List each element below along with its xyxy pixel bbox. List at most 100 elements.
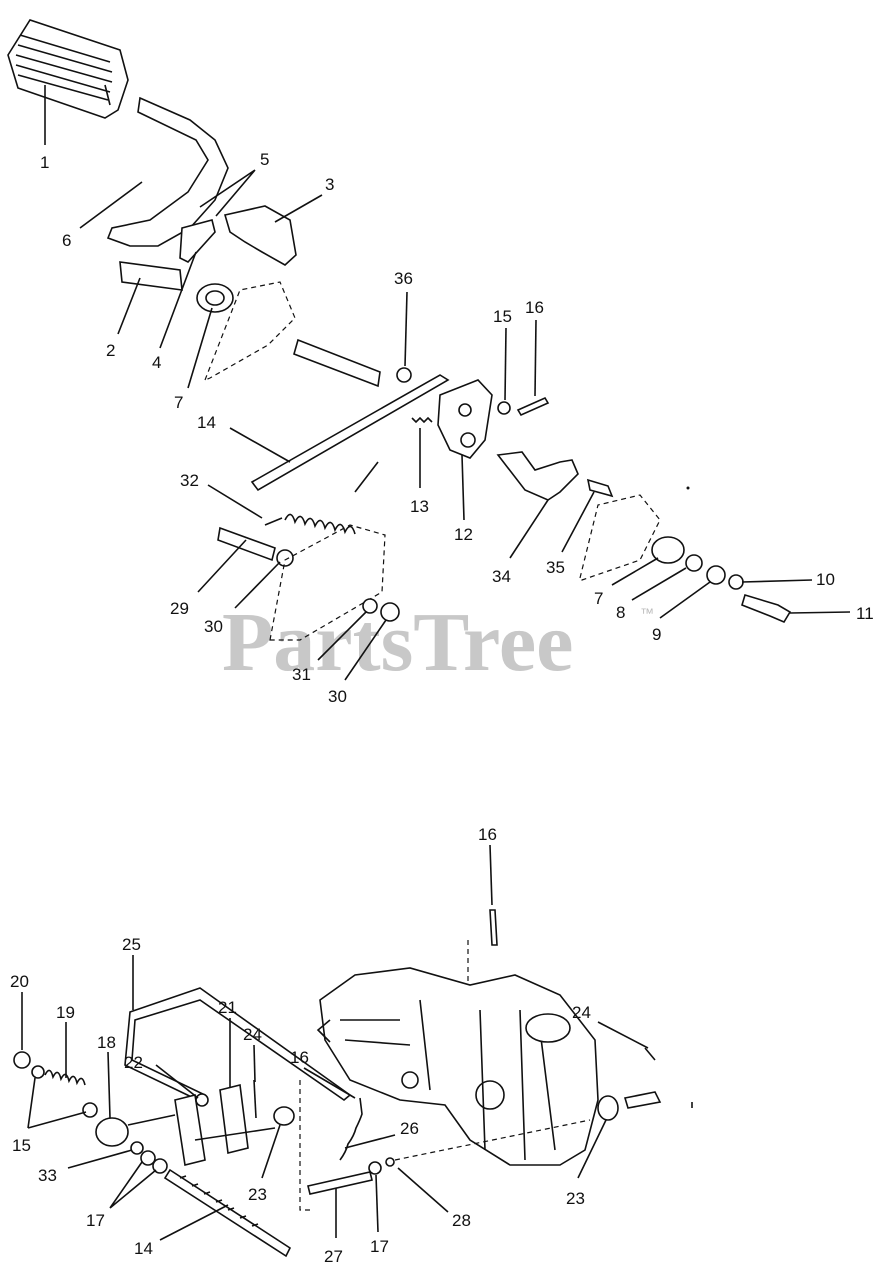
washer-23-right [597,1095,619,1121]
callout-23-left: 23 [248,1185,267,1204]
trademark-symbol: ™ [640,605,654,621]
callout-20: 20 [10,972,29,991]
bolt-35 [586,478,614,498]
nut-36 [396,367,412,383]
callout-28: 28 [452,1211,471,1230]
nut-17a [140,1150,156,1166]
pedal-shaft [119,261,183,291]
knob-18 [95,1117,129,1147]
callout-11: 11 [856,604,874,623]
shaft-right [623,1091,662,1109]
callout-17-left: 17 [86,1211,105,1230]
washer-15-left [31,1065,45,1079]
callout-36: 36 [394,269,413,288]
rod-25 [124,987,352,1104]
frame-outline-right [579,494,661,581]
spring-19 [44,1069,86,1086]
callout-9: 9 [652,625,661,644]
pin-24-right [644,1047,656,1061]
pedal-assembly [7,19,792,641]
nut-30-lower [380,602,400,622]
callout-16-mid: 16 [290,1048,309,1067]
stray-dot-1 [686,486,690,490]
washer-15-top [497,401,511,415]
pedal-pad [7,19,129,119]
callout-10: 10 [816,570,835,589]
callout-22: 22 [124,1053,143,1072]
callout-16-top: 16 [525,298,544,317]
nut-17-lower [368,1161,382,1175]
plate-22 [174,1094,206,1166]
callout-7-right: 7 [594,589,603,608]
callout-24-left: 24 [243,1025,262,1044]
callout-5: 5 [260,150,269,169]
callout-1: 1 [40,153,49,172]
callout-23-right: 23 [566,1189,585,1208]
transmission-assembly [13,909,662,1258]
callout-15-bottom: 15 [12,1136,31,1155]
callout-labels: 1 6 5 3 2 4 7 14 36 15 16 13 12 32 34 35… [10,150,874,1266]
washer-8 [685,554,703,572]
callout-15-top: 15 [493,307,512,326]
spring-26 [339,1097,363,1161]
callout-8: 8 [616,603,625,622]
callout-32: 32 [180,471,199,490]
frame-outline-top [203,281,296,382]
pin-16-top [516,396,550,417]
spacer-plate [179,219,216,263]
bolt-29 [217,526,276,562]
callout-19: 19 [56,1003,75,1022]
nut-17b [152,1158,168,1174]
callout-12: 12 [454,525,473,544]
mounting-plate [269,524,386,641]
callout-35: 35 [546,558,565,577]
leader-lines-bottom [21,844,649,1241]
callout-7-top: 7 [174,393,183,412]
callout-14-bottom: 14 [134,1239,153,1258]
nut-30-upper [276,549,294,567]
callout-30-a: 30 [204,617,223,636]
pin-28 [385,1157,395,1167]
bolt-11 [741,594,792,624]
callout-3: 3 [325,175,334,194]
callout-33: 33 [38,1166,57,1185]
washer-15-right [82,1102,98,1118]
callout-26: 26 [400,1119,419,1138]
bushing-top [196,283,234,313]
washer-33 [130,1141,144,1155]
washer-31 [362,598,378,614]
cross-rod [293,338,381,388]
callout-6: 6 [62,231,71,250]
spring-13 [411,416,433,424]
threaded-rod-14 [163,1168,292,1258]
nut-20 [13,1051,31,1069]
lever-plate [437,379,493,459]
transmission-body [319,967,599,1166]
leader-lines-top [44,85,851,681]
washer-9 [706,565,726,585]
callout-31: 31 [292,665,311,684]
callout-34: 34 [492,567,511,586]
pin-24-left [253,1079,257,1119]
callout-21: 21 [218,998,237,1017]
washer-23-left [273,1106,295,1126]
callout-17-right: 17 [370,1237,389,1256]
washer-10 [728,574,744,590]
long-rod [250,374,450,492]
callout-29: 29 [170,599,189,618]
callout-14-top: 14 [197,413,216,432]
callout-25: 25 [122,935,141,954]
callout-16-bottom: 16 [478,825,497,844]
bracket-part [223,205,297,266]
plate-21 [219,1084,249,1154]
callout-2: 2 [106,341,115,360]
spring-32 [264,461,379,535]
pin-16-bottom [489,909,498,946]
callout-27: 27 [324,1247,343,1266]
callout-13: 13 [410,497,429,516]
nut-22 [195,1093,209,1107]
bushing-right [651,536,685,564]
callout-24-right: 24 [572,1003,591,1022]
bolt-27 [307,1171,373,1195]
